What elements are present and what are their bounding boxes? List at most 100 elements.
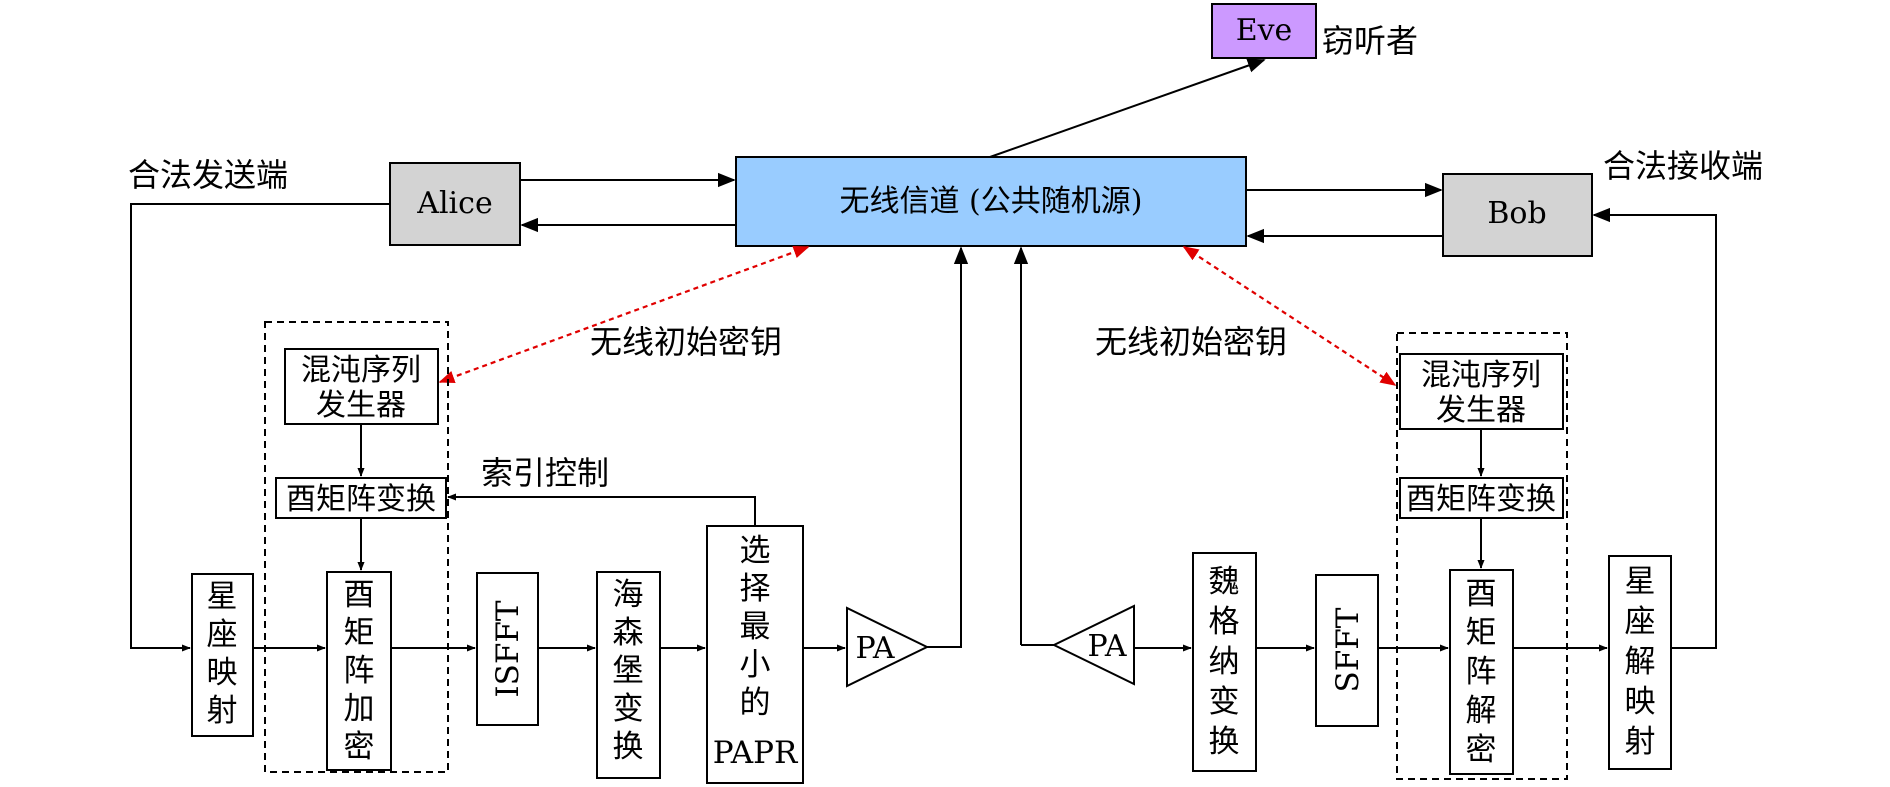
chaos-generator-right: 混沌序列 发生器 [1399,353,1564,430]
index-control-label: 索引控制 [481,454,609,492]
papr-char-4: 小 [740,647,771,683]
demap-char-4: 映 [1625,684,1656,720]
heisenberg-transform-box [596,571,661,779]
weyl-char-5: 换 [1209,724,1240,760]
pa-left-label: PA [855,631,894,666]
demap-to-bob-arrow [1592,207,1717,649]
constellation-map-char-4: 射 [207,693,238,729]
demap-char-3: 解 [1625,644,1656,680]
bob-node: Bob [1442,173,1593,257]
pa-left-triangle [846,606,930,688]
unitary-right-label: 酉矩阵变换 [1406,482,1556,517]
chaos-generator-left: 混沌序列 发生器 [284,348,439,425]
sfft-label: SFFT [1330,607,1366,692]
select-min-papr-box [706,525,804,784]
alice-to-constellation-arrow [130,203,390,652]
alice-role-label: 合法发送端 [128,156,288,194]
alice-node: Alice [389,162,521,246]
constellation-map-block: 星 座 映 射 [191,573,254,737]
bob-label: Bob [1487,196,1546,231]
eve-node: Eve [1211,3,1317,59]
weyl-transform-block: 魏 格 纳 变 换 [1192,552,1257,772]
alice-box [389,162,521,246]
chaos-right-line1: 混沌序列 [1421,358,1541,393]
unitary-encrypt-char-3: 阵 [344,653,375,689]
pa-right-block: PA [1051,604,1135,686]
pa-right-label: PA [1087,629,1126,664]
index-control-arrow [447,493,756,526]
unitary-transform-right-box [1399,477,1564,519]
decryption-dashed-group [1396,332,1568,780]
alice-label: Alice [416,186,492,221]
weyl-char-1: 魏 [1209,564,1240,600]
channel-label: 无线信道 (公共随机源) [840,184,1143,219]
eve-role-label: 窃听者 [1322,22,1418,60]
unitary-encrypt-char-1: 酉 [344,577,375,613]
constellation-map-char-3: 映 [207,655,238,691]
key-label-left: 无线初始密钥 [590,323,782,361]
unitary-decrypt-block: 酉 矩 阵 解 密 [1449,569,1514,775]
heisenberg-char-1: 海 [613,577,644,613]
unitary-encrypt-char-4: 加 [344,691,375,727]
papr-char-5: 的 [740,685,771,721]
unitary-encrypt-char-5: 密 [344,729,375,765]
constellation-demap-block: 星 座 解 映 射 [1608,555,1672,770]
weyl-char-4: 变 [1209,684,1240,720]
unitary-encrypt-box [326,571,392,771]
bob-box [1442,173,1593,257]
papr-char-3: 最 [740,609,771,645]
chaos-right-line2: 发生器 [1436,393,1526,428]
weyl-char-3: 纳 [1209,644,1240,680]
unitary-encrypt-block: 酉 矩 阵 加 密 [326,571,392,771]
unitary-encrypt-char-2: 矩 [344,615,375,651]
heisenberg-transform-block: 海 森 堡 变 换 [596,571,661,779]
eve-label: Eve [1236,13,1293,48]
unitary-left-label: 酉矩阵变换 [286,482,436,517]
isfft-label: ISFFT [490,600,526,698]
heisenberg-char-4: 变 [613,691,644,727]
channel-node: 无线信道 (公共随机源) [735,156,1247,247]
heisenberg-char-5: 换 [613,729,644,765]
chaos-left-line2: 发生器 [316,388,406,423]
bob-role-label: 合法接收端 [1603,147,1763,185]
channel-to-eve-arrow [989,58,1266,158]
isfft-box [476,572,539,726]
sfft-block: SFFT [1315,574,1379,727]
heisenberg-char-3: 堡 [613,653,644,689]
unitary-decrypt-box [1449,569,1514,775]
constellation-demap-box [1608,555,1672,770]
unitary-decrypt-char-1: 酉 [1466,576,1497,612]
weyl-transform-box [1192,552,1257,772]
demap-char-2: 座 [1625,604,1656,640]
weyl-char-2: 格 [1209,604,1240,640]
sfft-box [1315,574,1379,727]
heisenberg-char-2: 森 [613,615,644,651]
papr-char-2: 择 [740,571,771,607]
chaos-left-line1: 混沌序列 [301,353,421,388]
select-min-papr-block: 选 择 最 小 的 PAPR [706,525,804,784]
unitary-decrypt-char-4: 解 [1466,693,1497,729]
unitary-transform-left: 酉矩阵变换 [275,477,447,519]
unitary-transform-right: 酉矩阵变换 [1399,477,1564,519]
key-arrow-right [1182,246,1397,386]
pa-to-channel-arrow [927,246,969,648]
encryption-dashed-group [264,321,449,773]
demap-char-5: 射 [1625,724,1656,760]
constellation-map-char-1: 星 [207,579,238,615]
pa-left-block: PA [846,606,930,688]
constellation-map-box [191,573,254,737]
key-arrow-left [438,245,810,384]
unitary-decrypt-char-5: 密 [1466,732,1497,768]
eve-box [1211,3,1317,59]
unitary-decrypt-char-3: 阵 [1466,654,1497,690]
unitary-decrypt-char-2: 矩 [1466,615,1497,651]
pa-right-triangle [1051,604,1135,686]
chaos-generator-right-box [1399,353,1564,430]
demap-char-1: 星 [1625,564,1656,600]
papr-char-1: 选 [740,533,771,569]
constellation-map-char-2: 座 [207,617,238,653]
key-label-right: 无线初始密钥 [1095,323,1287,361]
isfft-block: ISFFT [476,572,539,726]
papr-char-6: PAPR [713,735,799,771]
